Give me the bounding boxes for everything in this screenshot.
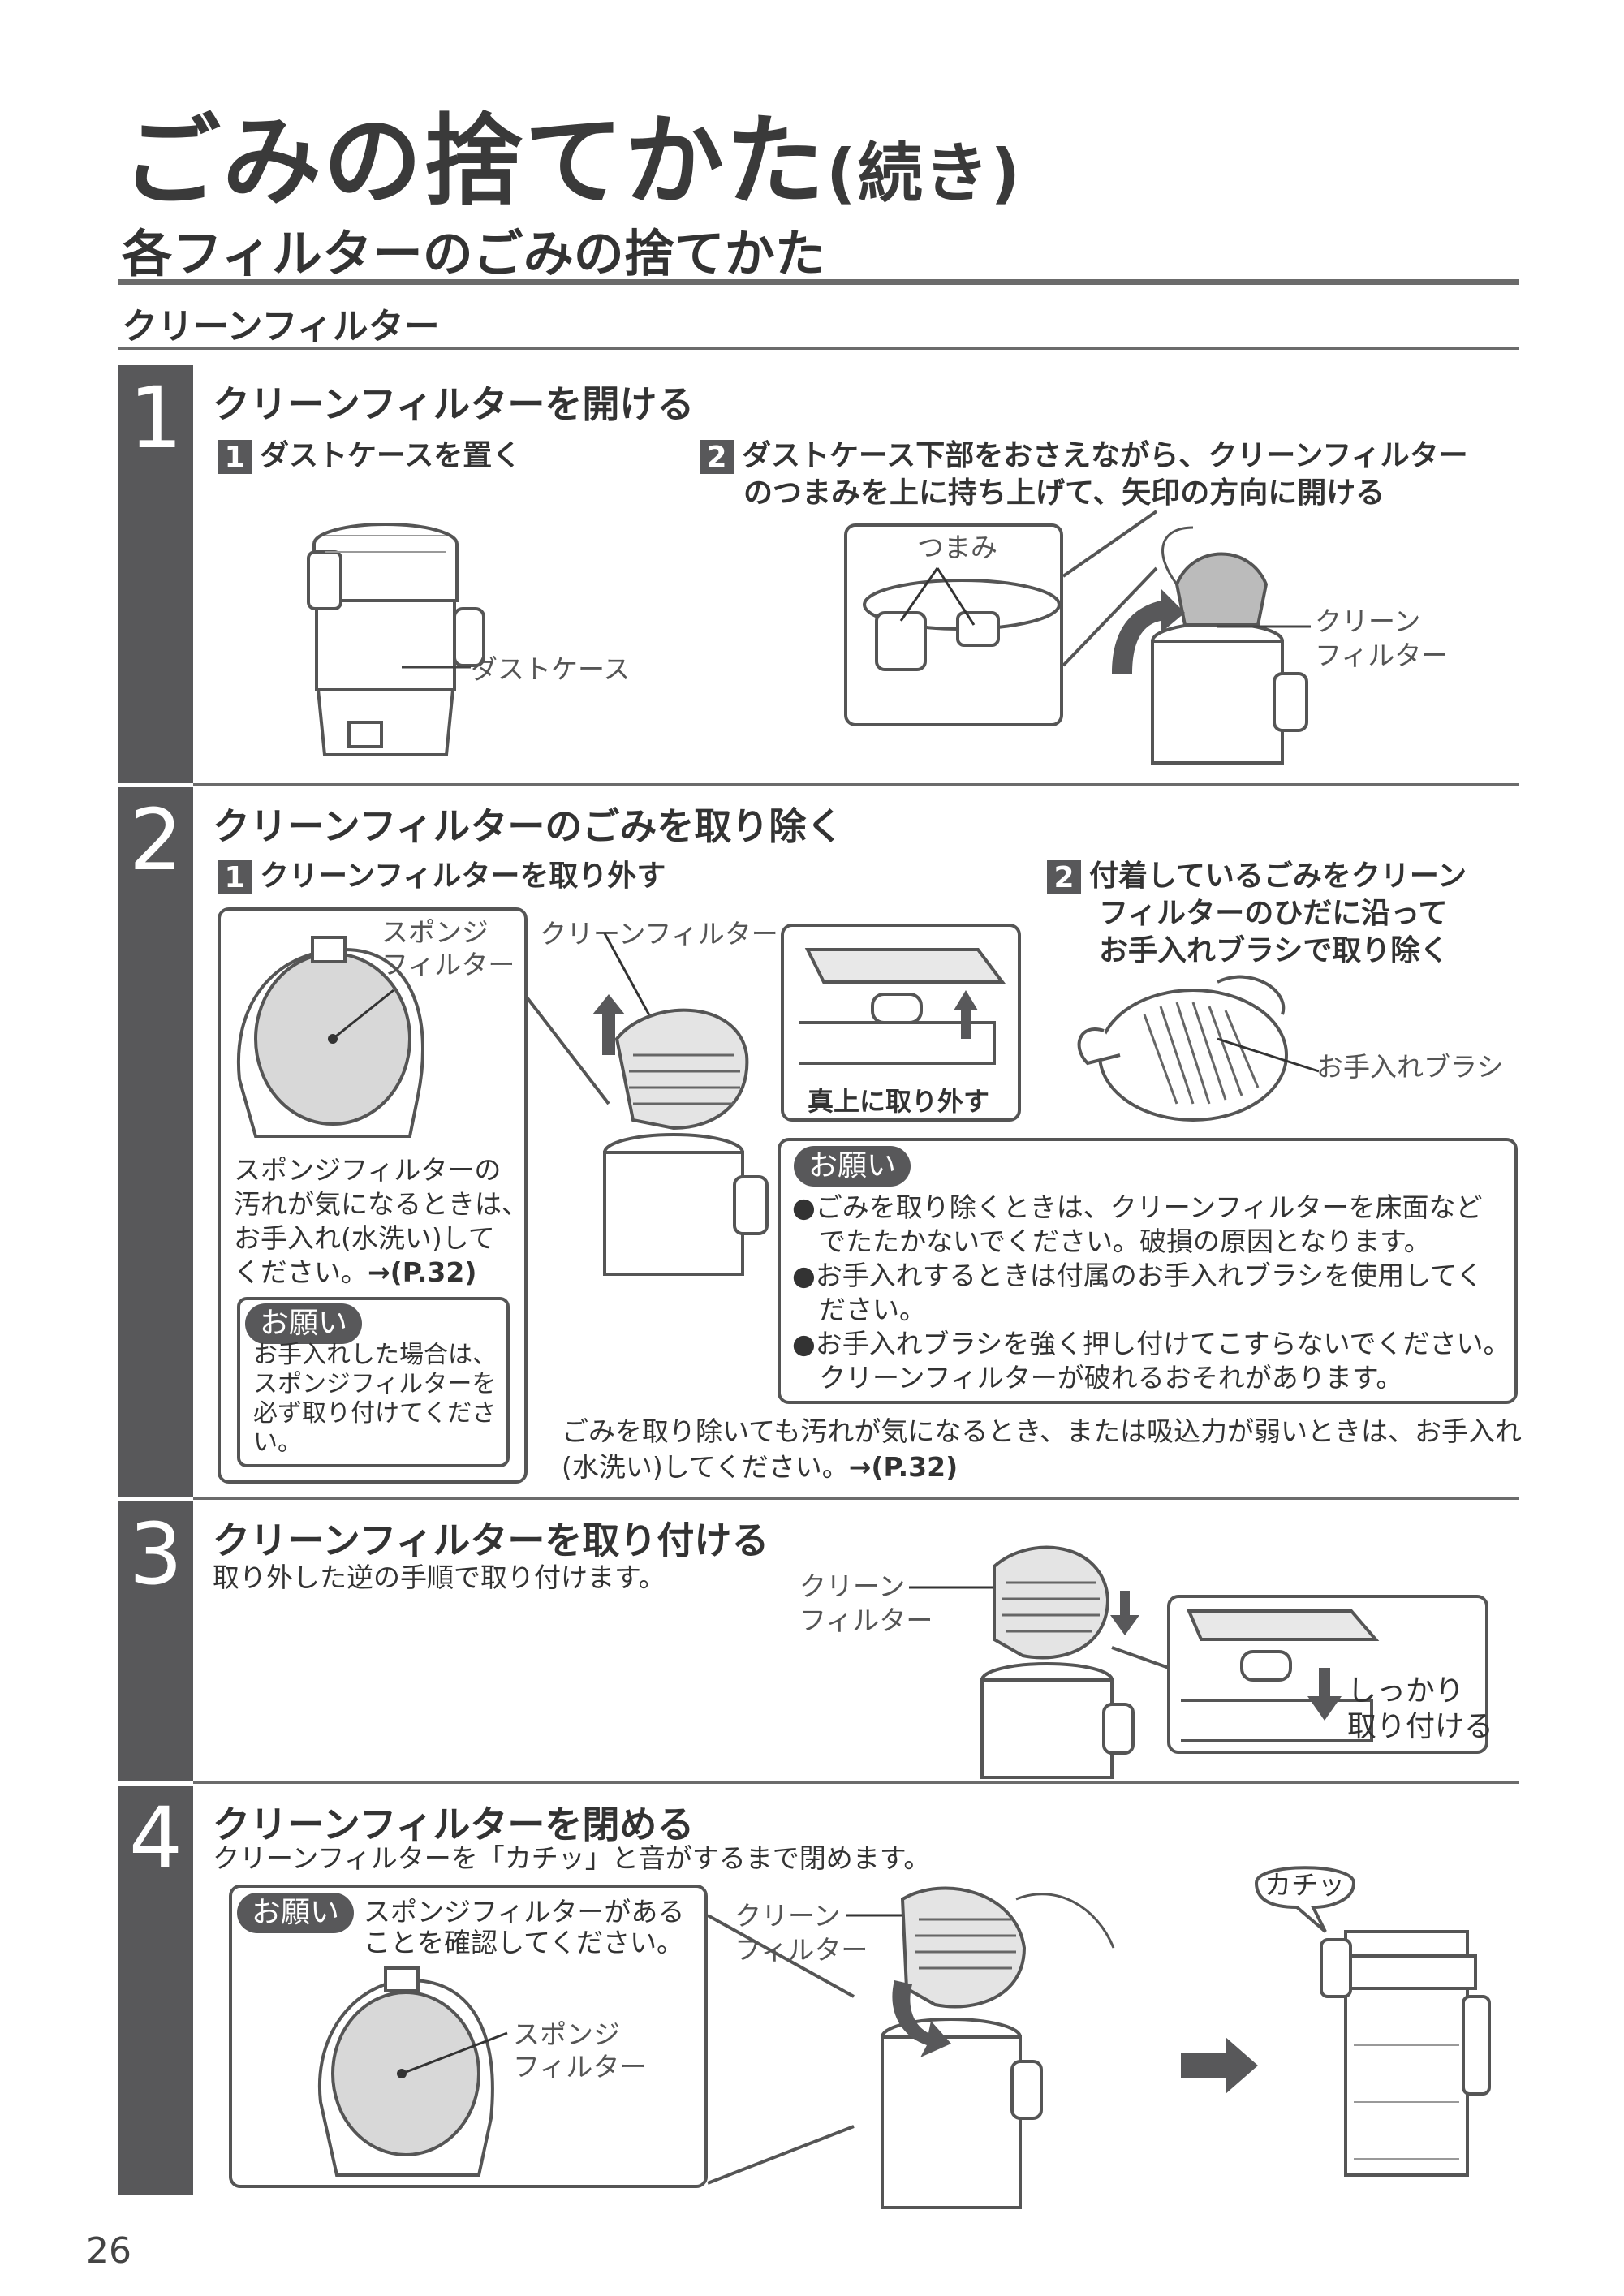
right-arrow-icon	[1181, 2037, 1258, 2094]
request-line-1: ●ごみを取り除くときは、クリーンフィルターを床面など	[792, 1191, 1483, 1223]
step-3-bar: 3	[118, 1501, 193, 1781]
step-1-number: 1	[128, 368, 183, 467]
step-4-text: クリーンフィルターを「カチッ」と音がするまで閉めます。	[213, 1842, 931, 1874]
step-1-bar: 1	[118, 365, 193, 783]
sponge-filter-illustration	[236, 936, 424, 1138]
label-clean-1: クリーン	[799, 1570, 906, 1602]
knob-detail-illustration	[863, 567, 1061, 671]
step-2-sub-2-line3: お手入れブラシで取り除く	[1099, 934, 1450, 967]
zoom-connector	[1062, 510, 1158, 667]
step-divider	[193, 1781, 1519, 1784]
small-request-badge: お願い	[245, 1303, 363, 1344]
label-sponge-1: スポンジ	[513, 2018, 620, 2050]
step-1-heading: クリーンフィルターを開ける	[213, 382, 695, 426]
label-dust-case: ダストケース	[471, 653, 631, 685]
bottom-note-line-2: (水洗い)してください。→(P.32)	[562, 1451, 958, 1483]
label-lift-up: 真上に取り外す	[808, 1086, 990, 1117]
sponge-note-line-4: ください。→(P.32)	[234, 1256, 477, 1288]
section-heading: 各フィルターのごみの捨てかた	[122, 224, 825, 283]
page-title: ごみの捨てかた(続き)	[122, 104, 1023, 219]
step-3-heading: クリーンフィルターを取り付ける	[213, 1518, 769, 1562]
label-clean-2: フィルター	[734, 1934, 868, 1966]
small-request-line-3: 必ず取り付けてくださ	[253, 1399, 497, 1428]
sponge-note-line-3: お手入れ(水洗い)して	[234, 1222, 495, 1254]
speech-bubble-icon	[1254, 1866, 1356, 1933]
attach-filter-illustration	[909, 1545, 1170, 1779]
close-filter-illustration	[707, 1886, 1115, 2209]
label-knob: つまみ	[917, 532, 997, 563]
dust-case-illustration	[307, 523, 485, 756]
request-badge: お願い	[794, 1146, 911, 1187]
leader-line	[402, 666, 471, 669]
page-reference-link[interactable]: →(P.32)	[368, 1256, 477, 1288]
step-2-number: 2	[128, 790, 183, 890]
step-4-request-badge: お願い	[237, 1893, 355, 1933]
step-4-bar: 4	[118, 1786, 193, 2195]
remove-filter-illustration	[526, 933, 769, 1276]
small-request-line-2: スポンジフィルターを	[253, 1370, 497, 1398]
label-attach-2: 取り付ける	[1347, 1710, 1494, 1743]
subsection-rule	[118, 347, 1519, 350]
step-2-bar: 2	[118, 787, 193, 1497]
lift-detail-illustration	[799, 948, 1006, 1065]
step-2-sub-2-line2: フィルターのひだに沿って	[1099, 897, 1448, 930]
step-4-request-line-2: ことを確認してください。	[364, 1927, 684, 1958]
subsection-heading: クリーンフィルター	[122, 306, 440, 347]
request-line-6: クリーンフィルターが破れるおそれがあります。	[792, 1362, 1403, 1394]
label-sponge-2: フィルター	[513, 2051, 647, 2083]
section-rule	[118, 279, 1519, 285]
small-request-line-1: お手入れした場合は、	[253, 1341, 497, 1369]
attach-detail-illustration	[1181, 1609, 1380, 1742]
step-3-text: 取り外した逆の手順で取り付けます。	[213, 1562, 666, 1593]
request-line-5: ●お手入れブラシを強く押し付けてこすらないでください。	[792, 1328, 1510, 1359]
step-divider	[193, 1497, 1519, 1500]
page-reference-link[interactable]: →(P.32)	[848, 1451, 958, 1483]
label-brush: お手入れブラシ	[1316, 1051, 1504, 1083]
request-line-3: ●お手入れするときは付属のお手入れブラシを使用してく	[792, 1260, 1484, 1291]
label-attach-1: しっかり	[1347, 1674, 1465, 1708]
step-4-number: 4	[128, 1789, 183, 1888]
step-1-sub-2-line2: のつまみを上に持ち上げて、矢印の方向に開ける	[743, 476, 1385, 510]
sponge-note-line-1: スポンジフィルターの	[234, 1154, 502, 1186]
label-clean-filter: クリーンフィルター	[540, 918, 778, 950]
page-number: 26	[86, 2230, 131, 2272]
label-click: カチッ	[1264, 1869, 1345, 1901]
request-line-4: ださい。	[792, 1294, 926, 1325]
small-request-line-4: い。	[253, 1428, 302, 1457]
step-4-request-line-1: スポンジフィルターがある	[364, 1896, 685, 1928]
label-clean-filter-2: フィルター	[1315, 640, 1449, 671]
step-4-heading: クリーンフィルターを閉める	[213, 1803, 695, 1846]
sponge-note-line-2: 汚れが気になるときは、	[234, 1188, 528, 1220]
brush-cleaning-illustration	[1077, 975, 1320, 1122]
label-clean-2: フィルター	[799, 1605, 933, 1636]
open-filter-illustration	[1112, 526, 1308, 765]
leader-line	[1217, 625, 1311, 628]
closed-dust-case-illustration	[1320, 1930, 1491, 2177]
label-sponge-2: フィルター	[381, 949, 515, 980]
label-clean-1: クリーン	[734, 1900, 841, 1932]
label-sponge-1: スポンジ	[381, 916, 489, 948]
request-line-2: でたたかないでください。破損の原因となります。	[792, 1226, 1431, 1257]
step-2-heading: クリーンフィルターのごみを取り除く	[213, 804, 844, 848]
step-3-number: 3	[128, 1505, 183, 1604]
step-divider	[193, 783, 1519, 786]
sponge-check-illustration	[317, 1966, 508, 2177]
label-clean-filter-1: クリーン	[1315, 605, 1421, 637]
bottom-note-line-1: ごみを取り除いても汚れが気になるとき、または吸込力が弱いときは、お手入れ	[562, 1415, 1523, 1447]
